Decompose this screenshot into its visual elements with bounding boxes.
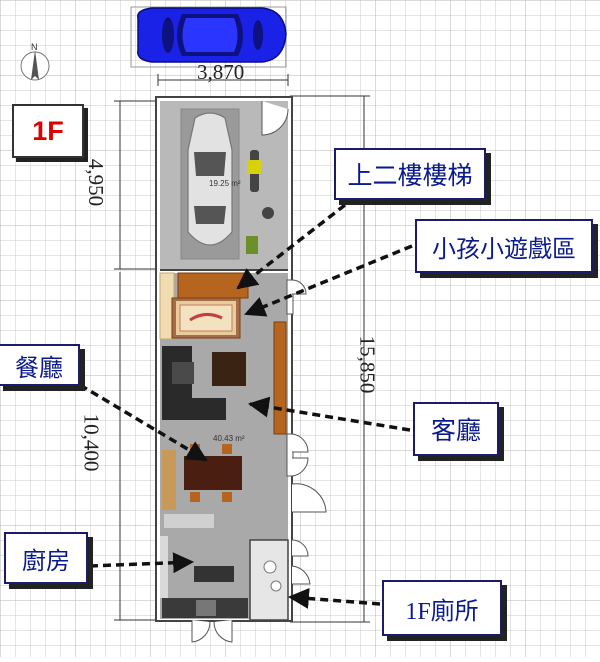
kitchen-island xyxy=(194,566,234,582)
dining-sideboard xyxy=(162,450,176,510)
coffee-table xyxy=(212,352,246,386)
callout-kids-play-area: 小孩小遊戲區 xyxy=(415,219,593,273)
front-door xyxy=(191,620,233,643)
callout-kitchen: 廚房 xyxy=(4,532,88,584)
staircase xyxy=(177,272,249,299)
blue-car-icon xyxy=(130,6,287,68)
living-area-label: 40.43 m² xyxy=(213,434,245,443)
sink-icon xyxy=(270,580,282,592)
kids-play-mat xyxy=(171,297,241,339)
dimension-total-depth: 15,850 xyxy=(355,335,380,394)
motorcycle-icon xyxy=(247,150,262,192)
bicycle-icon xyxy=(262,207,274,219)
north-label: N xyxy=(31,42,38,52)
floor-label: 1F xyxy=(12,104,84,158)
dimension-garage-depth: 4,950 xyxy=(84,158,109,207)
toilet-bowl-icon xyxy=(263,560,277,574)
toilet-room xyxy=(249,539,289,621)
armchair xyxy=(172,362,194,384)
dimension-living-depth: 10,400 xyxy=(79,413,104,472)
garage-car-icon xyxy=(187,112,233,246)
callout-living-room: 客廳 xyxy=(413,402,499,456)
garage-side-door xyxy=(261,101,289,136)
tv-cabinet xyxy=(273,321,287,435)
side-doors xyxy=(286,279,327,585)
callout-stairs: 上二樓樓梯 xyxy=(334,148,486,200)
callout-arrows xyxy=(79,203,413,609)
stroller-icon xyxy=(246,236,258,254)
callout-toilet: 1F廁所 xyxy=(382,580,502,636)
callout-dining-room: 餐廳 xyxy=(0,344,80,386)
garage-area-label: 19.25 m² xyxy=(209,179,241,188)
north-arrow-icon xyxy=(20,50,50,81)
dimension-top-width: 3,870 xyxy=(197,60,245,84)
kitchen-counter xyxy=(164,514,214,528)
